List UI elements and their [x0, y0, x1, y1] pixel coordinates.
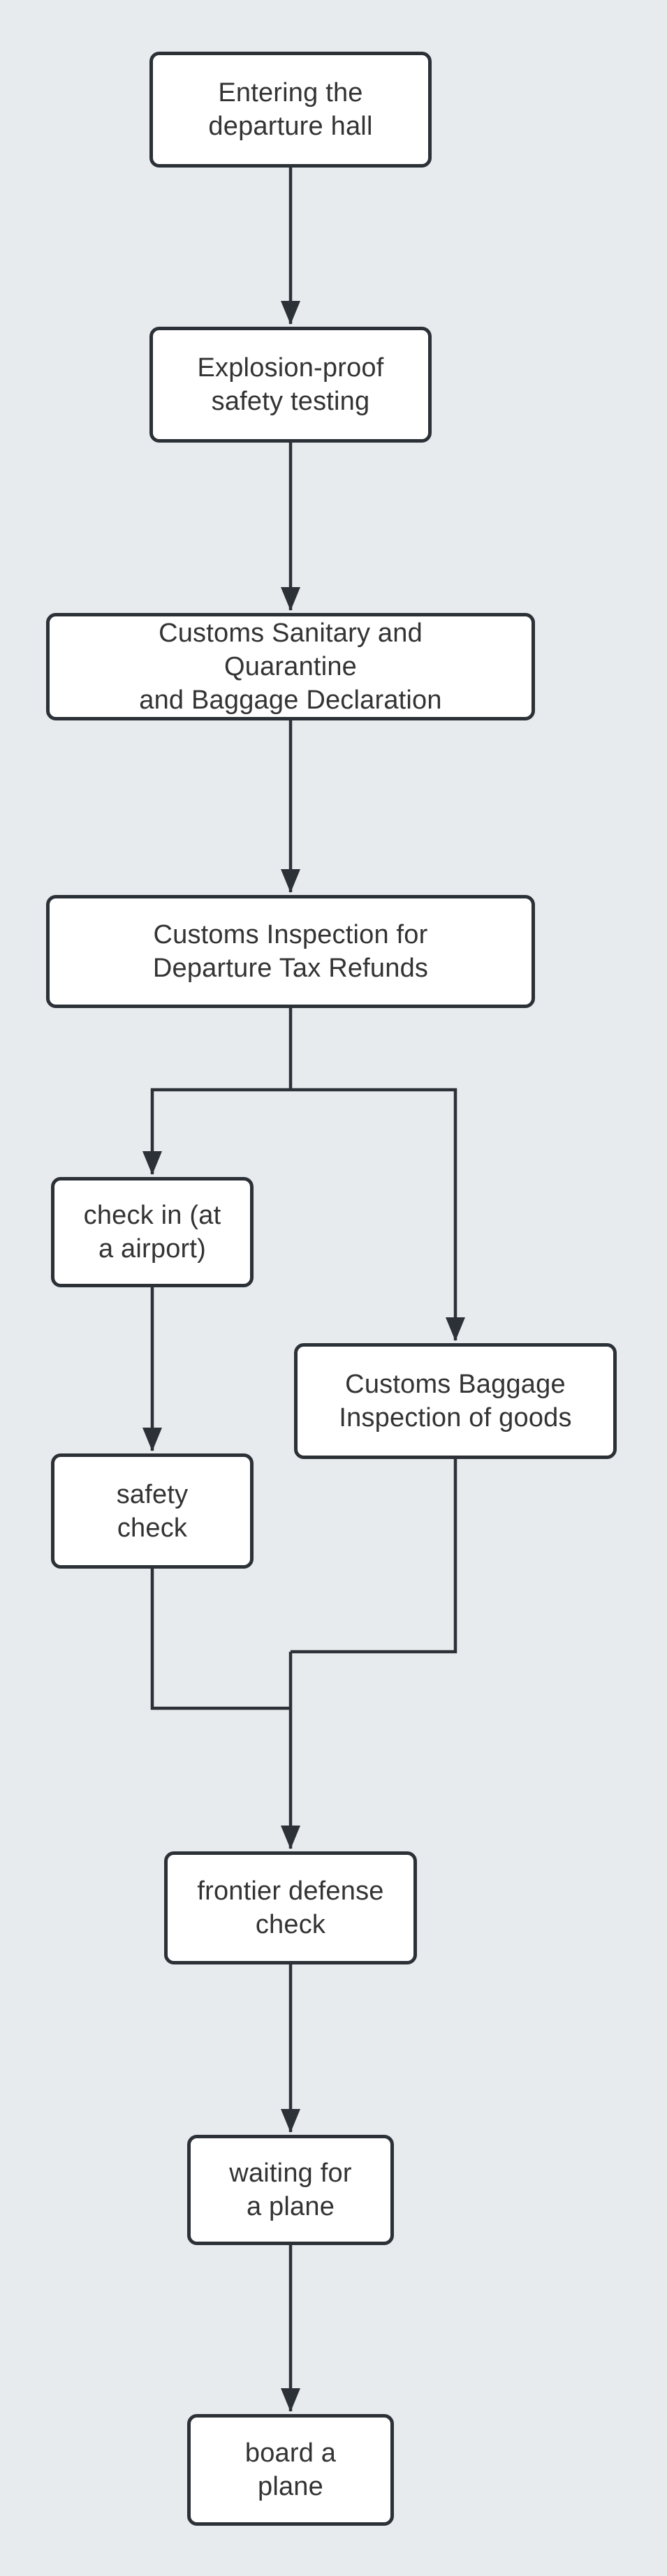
- node-label: Customs Inspection for Departure Tax Ref…: [152, 920, 429, 983]
- node-customs-baggage-inspection: Customs Baggage Inspection of goods: [294, 1343, 617, 1459]
- node-label: Explosion-proof safety testing: [197, 353, 384, 416]
- edge-safety-check-merge: [150, 1569, 291, 1710]
- node-safety-check: safety check: [51, 1453, 254, 1569]
- edge-baggage-inspection-merge: [291, 1459, 457, 1654]
- node-check-in-at-airport: check in (at a airport): [51, 1177, 254, 1287]
- node-label: Customs Sanitary and Quarantine and Bagg…: [139, 619, 442, 715]
- node-label: safety check: [116, 1479, 189, 1543]
- edge-tax-refunds-to-check-in: [142, 1088, 291, 1175]
- node-entering-departure-hall: Entering the departure hall: [149, 52, 432, 168]
- node-waiting-for-plane: waiting for a plane: [187, 2135, 394, 2245]
- edge-tax-refunds-to-baggage-inspection: [291, 1088, 465, 1341]
- node-label: frontier defense check: [197, 1877, 384, 1939]
- node-label: board a plane: [244, 2438, 337, 2501]
- node-customs-inspection-tax-refunds: Customs Inspection for Departure Tax Ref…: [46, 895, 535, 1008]
- node-board-plane: board a plane: [187, 2414, 394, 2526]
- node-customs-sanitary-quarantine-declaration: Customs Sanitary and Quarantine and Bagg…: [46, 613, 535, 720]
- node-label: waiting for a plane: [229, 2159, 352, 2221]
- node-label: Entering the departure hall: [208, 78, 373, 141]
- node-label: check in (at a airport): [83, 1201, 221, 1264]
- node-label: Customs Baggage Inspection of goods: [339, 1370, 572, 1433]
- node-frontier-defense-check: frontier defense check: [164, 1851, 417, 1964]
- node-explosion-proof-safety-testing: Explosion-proof safety testing: [149, 327, 432, 443]
